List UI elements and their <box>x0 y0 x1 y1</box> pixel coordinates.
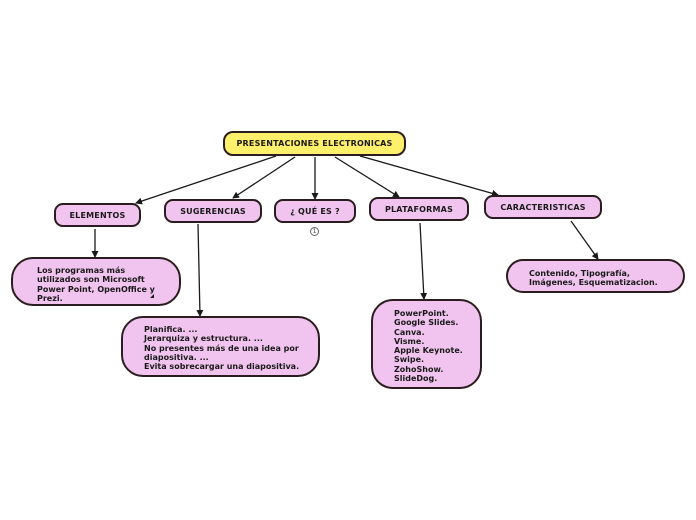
detail-sugerencias-line: No presentes más de una idea por <box>144 343 299 353</box>
detail-sugerencias-line: Planifica. ... <box>144 325 198 334</box>
detail-elementos-line: Prezi. <box>37 293 63 303</box>
edge-root-elementos <box>135 155 277 205</box>
edge-caracteristicas-detail <box>570 220 599 260</box>
root-label: PRESENTACIONES ELECTRONICAS <box>236 139 393 148</box>
detail-plataformas-line: Apple Keynote. <box>394 346 463 356</box>
detail-sugerencias[interactable]: Planifica. ... Jerarquiza y estructura. … <box>121 316 320 377</box>
node-sugerencias[interactable]: SUGERENCIAS <box>164 199 262 223</box>
edge-root-sugerencias <box>232 156 296 199</box>
edge-sugerencias-detail <box>196 223 204 317</box>
node-que-es-label: ¿ QUÉ ES ? <box>290 206 340 216</box>
note-marker-number: 1 <box>312 228 317 235</box>
node-caracteristicas[interactable]: CARACTERISTICAS <box>484 195 602 219</box>
node-plataformas[interactable]: PLATAFORMAS <box>369 197 469 221</box>
detail-elementos[interactable]: Los programas más utilizados son Microso… <box>11 257 181 306</box>
detail-plataformas-line: Canva. <box>394 327 425 337</box>
detail-elementos-line: utilizados son Microsoft <box>37 275 145 285</box>
root-node[interactable]: PRESENTACIONES ELECTRONICAS <box>223 131 406 156</box>
node-sugerencias-label: SUGERENCIAS <box>180 206 246 216</box>
detail-elementos-line: Power Point, OpenOffice y <box>37 284 155 294</box>
node-elementos[interactable]: ELEMENTOS <box>54 203 141 227</box>
detail-plataformas-line: Visme. <box>394 336 425 346</box>
detail-sugerencias-line: diapositiva. ... <box>144 352 209 362</box>
detail-plataformas[interactable]: PowerPoint. Google Slides. Canva. Visme.… <box>371 299 482 389</box>
detail-caracteristicas[interactable]: Contenido, Tipografía, Imágenes, Esquema… <box>506 259 685 293</box>
detail-plataformas-line: ZohoShow. <box>394 364 444 374</box>
edge-root-plataformas <box>334 156 400 198</box>
node-elementos-label: ELEMENTOS <box>69 210 126 220</box>
edge-plataformas-detail <box>419 222 428 300</box>
detail-sugerencias-line: Evita sobrecargar una diapositiva. <box>144 362 300 372</box>
detail-plataformas-line: SlideDog. <box>394 374 438 384</box>
detail-plataformas-line: Swipe. <box>394 355 425 365</box>
node-plataformas-label: PLATAFORMAS <box>384 204 454 214</box>
detail-plataformas-line: PowerPoint. <box>394 309 449 318</box>
detail-caracteristicas-line: Contenido, Tipografía, <box>529 269 630 278</box>
edge-root-caracteristicas <box>359 155 499 197</box>
node-caracteristicas-label: CARACTERISTICAS <box>500 202 586 212</box>
detail-plataformas-line: Google Slides. <box>394 318 459 328</box>
node-que-es[interactable]: ¿ QUÉ ES ? <box>274 199 356 223</box>
overflow-indicator-icon <box>150 294 154 298</box>
detail-caracteristicas-line: Imágenes, Esquematizacion. <box>529 278 658 288</box>
note-marker-icon[interactable]: 1 <box>310 227 319 236</box>
detail-elementos-line: Los programas más <box>37 266 126 275</box>
detail-sugerencias-line: Jerarquiza y estructura. ... <box>144 334 263 344</box>
